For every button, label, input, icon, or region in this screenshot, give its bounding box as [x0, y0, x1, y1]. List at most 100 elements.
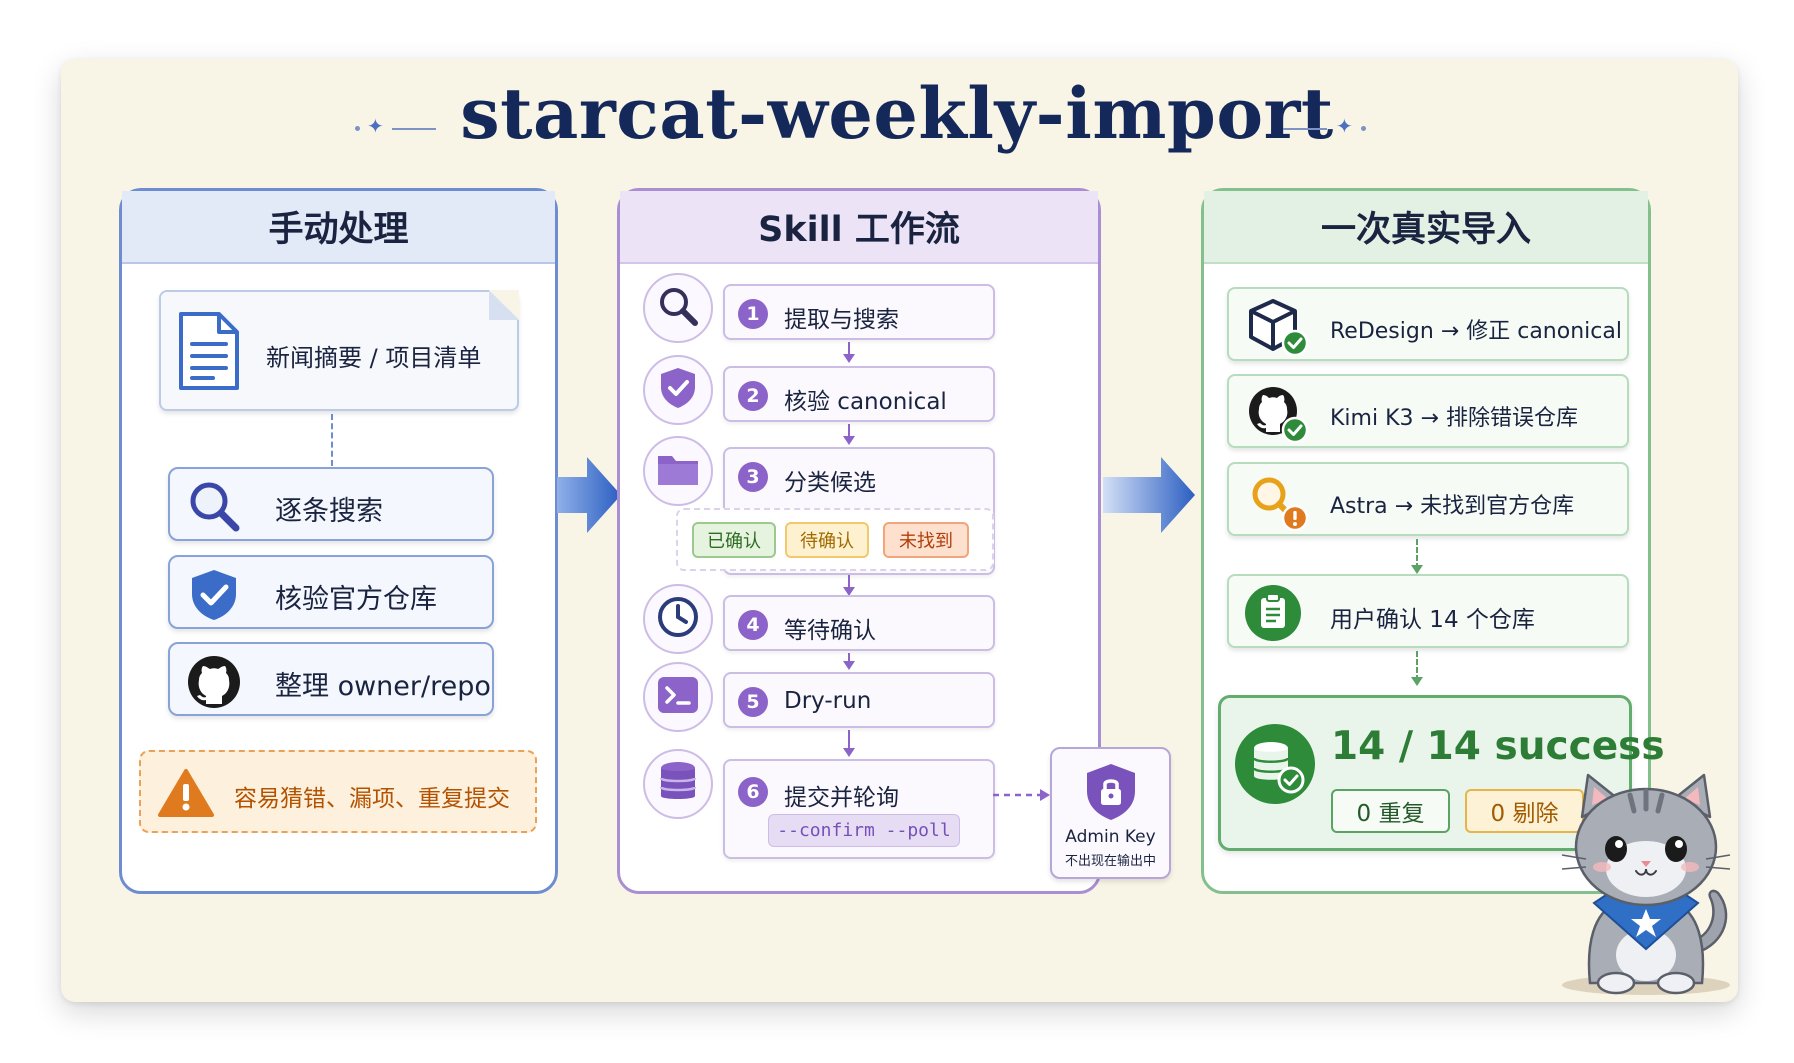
step-connector-arrowhead [843, 354, 855, 363]
result-panel-header: 一次真实导入 [1204, 191, 1648, 264]
admin-key-box: Admin Key 不出现在输出中 [1050, 747, 1171, 879]
shield-check-icon [186, 567, 242, 627]
step-connector [848, 653, 850, 663]
title-deco-line-left [392, 128, 436, 130]
admin-key-connector [993, 789, 1050, 801]
user-confirm-text: 用户确认 14 个仓库 [1330, 607, 1535, 633]
cat-mascot-icon [1561, 773, 1731, 995]
clock-icon [656, 595, 700, 643]
manual-warning-text: 容易猜错、漏项、重复提交 [234, 786, 510, 812]
clipboard-icon [1243, 584, 1303, 646]
result-connector-arrowhead [1411, 677, 1423, 686]
removed-badge: 0 剔除 [1465, 789, 1584, 833]
step-number-badge: 3 [738, 462, 768, 492]
admin-key-label: Admin Key [1065, 827, 1156, 847]
step3-icon-circle [643, 436, 713, 506]
result-arrow: → [1394, 494, 1414, 519]
step-number-badge: 1 [738, 299, 768, 329]
workflow-step-5: 5 Dry-run [723, 672, 995, 728]
repo-name: ReDesign [1330, 319, 1434, 344]
workflow-step-label: 提取与搜索 [784, 307, 899, 333]
github-icon [1245, 384, 1311, 448]
title-deco-dot-right [1361, 126, 1366, 131]
step-number-badge: 4 [738, 610, 768, 640]
result-arrow: → [1440, 319, 1460, 344]
result-connector [1416, 539, 1418, 569]
result-row-astra: Astra → 未找到官方仓库 [1227, 462, 1629, 536]
step-number-badge: 5 [738, 687, 768, 717]
result-connector [1416, 651, 1418, 681]
source-document-label: 新闻摘要 / 项目清单 [266, 344, 482, 372]
step6-icon-circle [643, 749, 713, 819]
result-row-text: Kimi K3 → 排除错误仓库 [1330, 400, 1578, 432]
search-icon [186, 479, 244, 539]
title-deco-star-left: ✦ [367, 114, 384, 138]
step-connector-arrowhead [843, 661, 855, 670]
terminal-icon [657, 676, 699, 718]
result-panel: 一次真实导入 ReDesign → 修正 canonical Kimi K3 →… [1201, 188, 1665, 894]
skill-panel-header: Skill 工作流 [620, 191, 1098, 264]
workflow-step-label: 核验 canonical [784, 389, 947, 415]
step-connector [848, 342, 850, 356]
workflow-step-label: 提交并轮询 [784, 785, 899, 811]
title-deco-dot-left [355, 126, 360, 131]
repo-name: Astra [1330, 494, 1388, 519]
step1-icon-circle [643, 273, 713, 343]
result-arrow: → [1420, 406, 1439, 431]
result-connector-arrowhead [1411, 565, 1423, 574]
success-box: 14 / 14 success 0 重复 0 剔除 [1218, 695, 1665, 851]
manual-warning-box: 容易猜错、漏项、重复提交 [139, 750, 537, 833]
success-count: 14 / 14 success [1331, 724, 1665, 769]
step-connector [848, 730, 850, 750]
result-note: 修正 canonical [1466, 319, 1622, 344]
manual-step-verify: 核验官方仓库 [168, 555, 494, 629]
manual-step-organize: 整理 owner/repo [168, 642, 494, 716]
step-number-badge: 2 [738, 381, 768, 411]
folder-icon [656, 450, 700, 492]
title-deco-line-right [1283, 128, 1327, 130]
skill-workflow-panel: Skill 工作流 1 提取与搜索 2 核验 canonical 3 分类候选 … [617, 188, 1101, 894]
workflow-step-label: 分类候选 [784, 470, 876, 496]
source-document-box: 新闻摘要 / 项目清单 [159, 290, 519, 411]
step-connector-arrowhead [843, 748, 855, 757]
user-confirm-box: 用户确认 14 个仓库 [1227, 574, 1629, 648]
workflow-step-2: 2 核验 canonical [723, 366, 995, 422]
manual-step-label: 逐条搜索 [275, 496, 383, 527]
manual-panel: 手动处理 新闻摘要 / 项目清单 逐条搜索 [119, 188, 558, 894]
step-connector-arrowhead [843, 587, 855, 596]
command-flags: --confirm --poll [768, 814, 960, 847]
manual-step-search: 逐条搜索 [168, 467, 494, 541]
manual-step-label: 核验官方仓库 [275, 584, 437, 615]
database-check-icon [1233, 722, 1317, 810]
step-number-badge: 6 [738, 777, 768, 807]
step4-icon-circle [643, 584, 713, 654]
result-row-kimi: Kimi K3 → 排除错误仓库 [1227, 374, 1629, 448]
workflow-step-6: 6 提交并轮询 --confirm --poll [723, 759, 995, 859]
step-connector-arrowhead [843, 436, 855, 445]
tag-confirmed: 已确认 [692, 522, 776, 558]
shield-check-icon [658, 366, 698, 414]
result-row-redesign: ReDesign → 修正 canonical [1227, 287, 1629, 361]
workflow-step-1: 1 提取与搜索 [723, 284, 995, 340]
step2-icon-circle [643, 355, 713, 425]
result-note: 未找到官方仓库 [1420, 494, 1575, 519]
step-connector [848, 424, 850, 438]
workflow-step-4: 4 等待确认 [723, 595, 995, 651]
search-icon [656, 284, 700, 332]
workflow-step-label: Dry-run [784, 688, 872, 714]
manual-connector [331, 414, 333, 466]
workflow-step-label: 等待确认 [784, 618, 876, 644]
document-icon [177, 310, 241, 396]
lock-shield-icon [1083, 762, 1139, 826]
github-icon [186, 654, 242, 714]
page-title: starcat-weekly-import [460, 72, 1334, 155]
step5-icon-circle [643, 662, 713, 732]
warning-icon [157, 767, 215, 823]
search-warning-icon [1245, 472, 1311, 536]
result-row-text: Astra → 未找到官方仓库 [1330, 488, 1574, 520]
cube-icon [1245, 297, 1311, 361]
flow-arrow-skill-to-result [1103, 457, 1195, 533]
admin-key-note: 不出现在输出中 [1064, 854, 1156, 869]
duplicates-badge: 0 重复 [1331, 789, 1450, 833]
flow-arrow-manual-to-skill [557, 457, 621, 533]
